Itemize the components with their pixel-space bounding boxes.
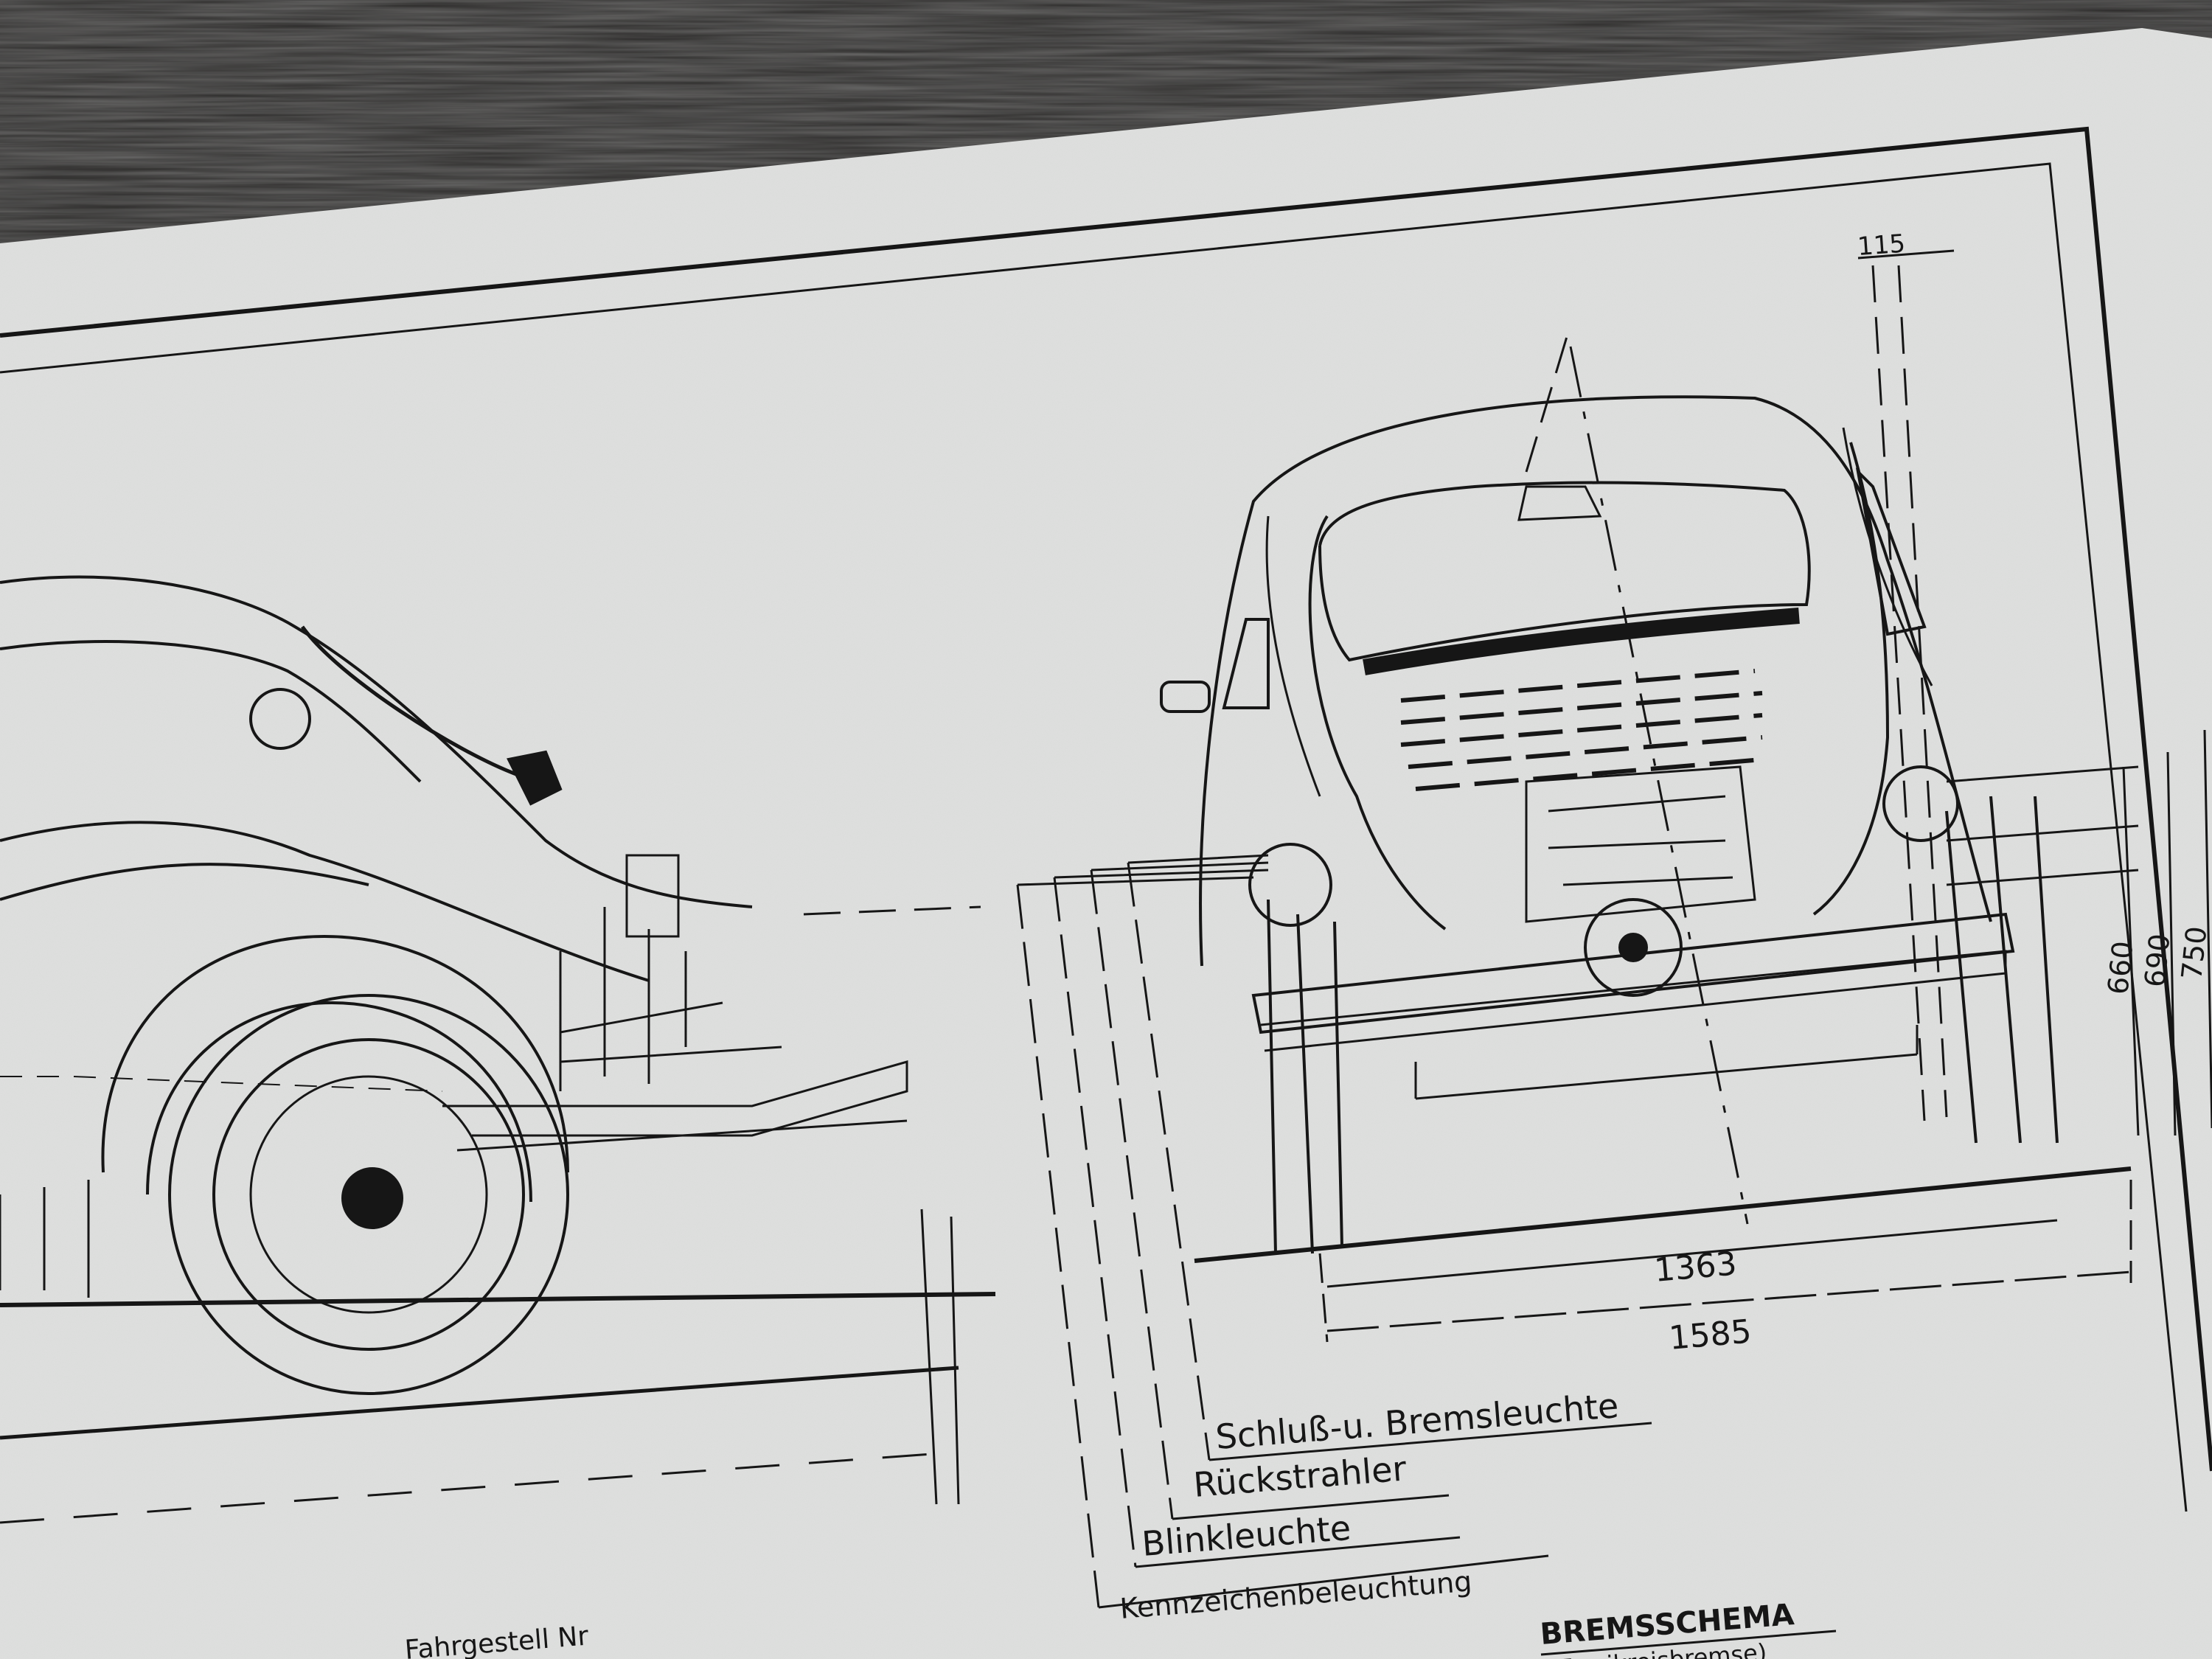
rear-window [1318,481,1811,662]
car-body-outline [1199,395,1992,967]
dimension-height-1: 660 [2101,939,2139,996]
side-view-drawing [0,575,996,1524]
dimension-offset: 115 [1857,229,1907,262]
engine-pulley [1584,898,1683,997]
left-tail-light [1248,843,1332,927]
right-tail-light [1882,765,1959,842]
dimension-height-2: 690 [2138,932,2176,989]
brake-schema-underline [1540,1630,1837,1656]
dimension-track-width: 1363 [1653,1245,1739,1290]
dimension-lines [1016,249,2212,1609]
rear-wheel [168,994,569,1395]
drawing-frame [0,126,2212,1512]
dimension-height-3: 750 [2175,925,2212,981]
rear-view-drawing [1160,395,2132,1263]
dimension-overall-width: 1585 [1668,1312,1753,1357]
